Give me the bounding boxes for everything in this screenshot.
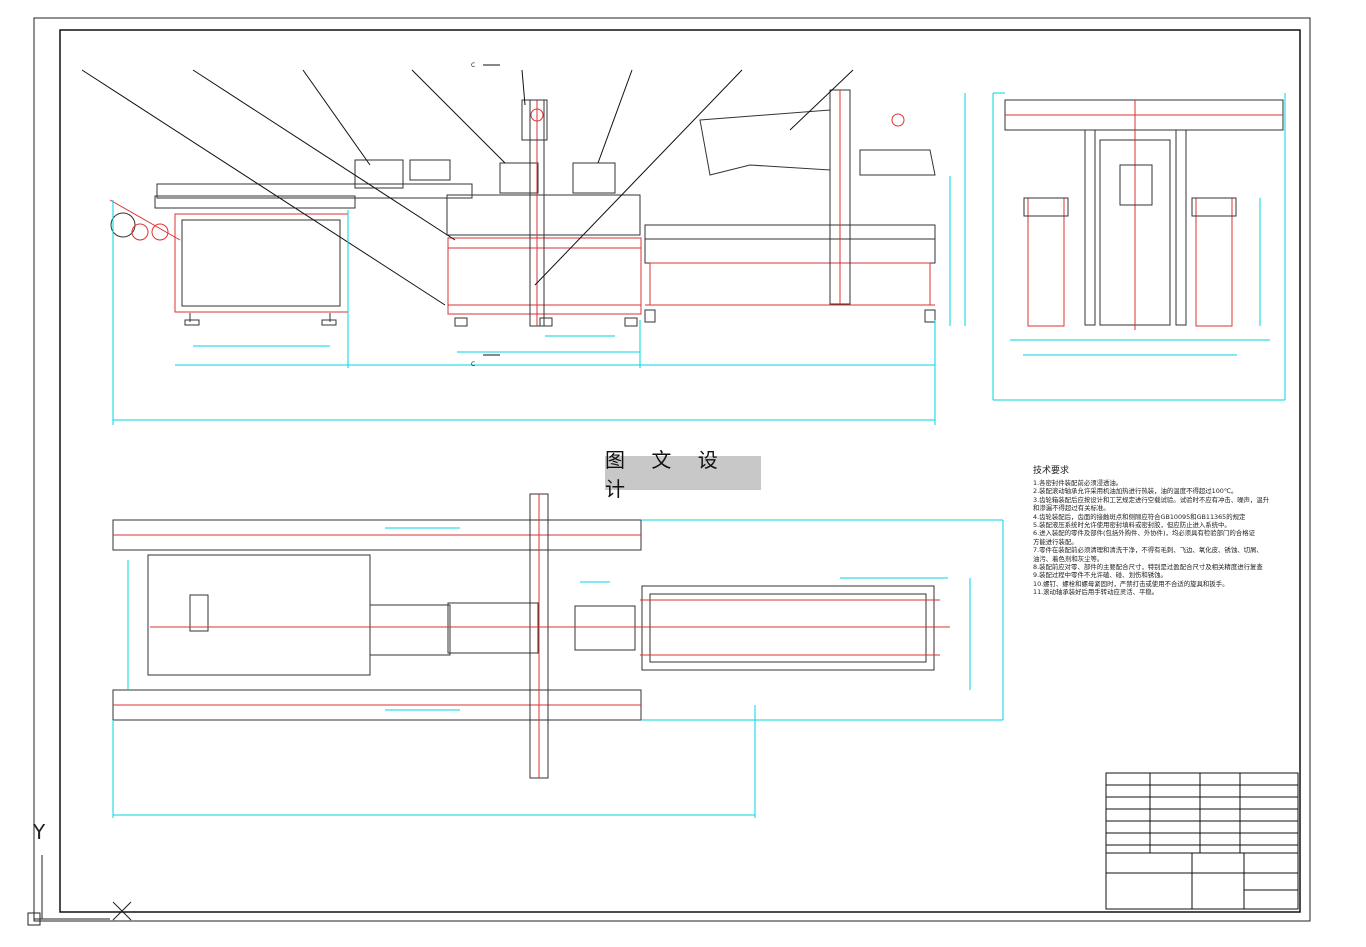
- tech-line: 1.各密封件装配前必须浸透油。: [1033, 479, 1123, 487]
- technical-requirements: 技术要求 1.各密封件装配前必须浸透油。 2.装配滚动轴承允许采用机油加热进行热…: [1033, 465, 1295, 597]
- tech-line: 8.装配前应对零、部件的主要配合尺寸，特别是过盈配合尺寸及相关精度进行复查: [1033, 563, 1263, 572]
- tech-line: 7.零件在装配前必须清理和清洗干净，不得有毛刺、飞边、氧化皮、锈蚀、切屑、: [1033, 546, 1263, 555]
- ucs-y-label: Y: [33, 820, 46, 844]
- inner-border: [59, 29, 1301, 913]
- tech-line: 4.齿轮装配后，齿面的接触斑点和侧隙应符合GB10095和GB11365的规定: [1033, 512, 1246, 521]
- tech-line: 11.滚动轴承装好后用手转动应灵活、平稳。: [1033, 588, 1159, 597]
- tech-line: 9.装配过程中零件不允许磕、碰、划伤和锈蚀。: [1033, 571, 1167, 580]
- section-mark-bottom: C: [471, 361, 475, 368]
- tech-line: 6.进入装配的零件及部件(包括外购件、外协件)，均必须具有检验部门的合格证: [1033, 529, 1255, 538]
- watermark: 图 文 设 计: [605, 448, 761, 501]
- title-block: [1105, 772, 1299, 910]
- front-view: [81, 64, 966, 425]
- ucs-icon: [27, 855, 132, 926]
- tech-line: 油污、着色剂和灰尘等。: [1033, 554, 1104, 563]
- tech-line: 方能进行装配。: [1033, 537, 1078, 546]
- tech-line: 和渗漏不得超过有关标准。: [1033, 504, 1110, 513]
- tech-line: 10.螺钉、螺栓和螺母紧固时，严禁打击或使用不合适的旋具和扳手。: [1033, 579, 1229, 588]
- tech-line: 2.装配滚动轴承允许采用机油加热进行热装，油的温度不得超过100℃。: [1033, 487, 1238, 496]
- side-view: [992, 92, 1286, 401]
- tech-line: 5.装配液压系统时允许使用密封填料或密封胶，但应防止进入系统中。: [1033, 521, 1231, 530]
- top-view: [112, 493, 1004, 818]
- technical-requirements-title: 技术要求: [1033, 466, 1070, 476]
- section-mark-top: C: [471, 62, 475, 69]
- tech-line: 3.齿轮箱装配后应按设计和工艺规定进行空载试验。试验时不应有冲击、噪声，温升: [1033, 495, 1270, 504]
- outer-border: [33, 17, 1311, 922]
